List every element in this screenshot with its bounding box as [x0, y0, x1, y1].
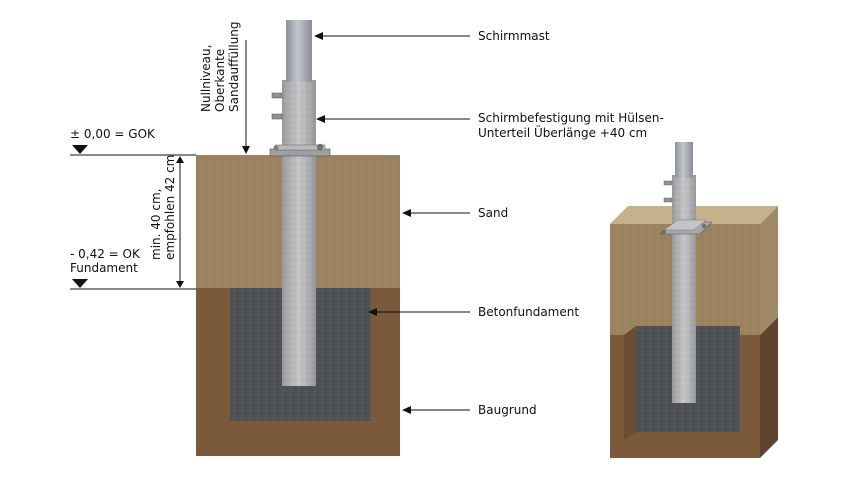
nullniveau-arrow-icon [242, 146, 250, 154]
leader-befestigung-arrow-icon [316, 115, 325, 123]
base-bolt-left [273, 145, 279, 151]
sleeve-shading-3d [672, 175, 696, 403]
base-bolt-3d-a [661, 229, 667, 235]
dimension-arrow-top-icon [176, 156, 184, 163]
bolt-lower-3d [663, 197, 673, 203]
leader-sand-arrow-icon [402, 209, 411, 217]
bolt-upper [271, 92, 283, 99]
label-befestigung-2: Unterteil Überlänge +40 cm [478, 124, 647, 140]
base-bolt-right [316, 143, 324, 151]
label-nullniveau-2: Oberkante [213, 49, 227, 112]
nullniveau-label-group: Nullniveau, Oberkante Sandauffüllung [199, 21, 241, 112]
dimension-arrow-bottom-icon [176, 281, 184, 288]
schirmmast-pole [286, 20, 312, 82]
label-gok: ± 0,00 = GOK [70, 127, 156, 141]
bolt-upper-3d [663, 180, 673, 186]
ok-marker-icon [72, 279, 88, 288]
label-dimension-2: empfohlen 42 cm [163, 155, 177, 260]
label-ok-1: - 0,42 = OK [70, 247, 141, 261]
beton-inner-edge [624, 326, 636, 440]
baugrund-side-face [760, 317, 778, 458]
leader-beton-arrow-icon [368, 308, 377, 316]
label-baugrund: Baugrund [478, 403, 537, 417]
bolt-lower [271, 113, 283, 120]
label-schirmmast: Schirmmast [478, 29, 550, 43]
label-nullniveau-3: Sandauffüllung [227, 21, 241, 112]
schirmmast-pole-3d [675, 142, 693, 178]
dimension-label-group: min. 40 cm, empfohlen 42 cm [149, 155, 177, 260]
base-bolt-3d-b [701, 223, 707, 229]
label-betonfundament: Betonfundament [478, 305, 579, 319]
label-ok-2: Fundament [70, 261, 138, 275]
sand-side-face [760, 206, 778, 335]
leader-baugrund-arrow-icon [402, 406, 411, 414]
gok-marker-icon [72, 145, 88, 154]
base-plate-3d-top [663, 219, 707, 231]
label-nullniveau-1: Nullniveau, [199, 45, 213, 112]
label-sand: Sand [478, 206, 508, 220]
section-view: Schirmmast Schirmbefestigung mit Hülsen-… [70, 20, 664, 456]
perspective-view [610, 142, 778, 458]
sleeve-shading [282, 80, 316, 386]
label-befestigung-1: Schirmbefestigung mit Hülsen- [478, 111, 664, 125]
leader-schirmmast-arrow-icon [314, 32, 323, 40]
label-dimension-1: min. 40 cm, [149, 189, 163, 260]
